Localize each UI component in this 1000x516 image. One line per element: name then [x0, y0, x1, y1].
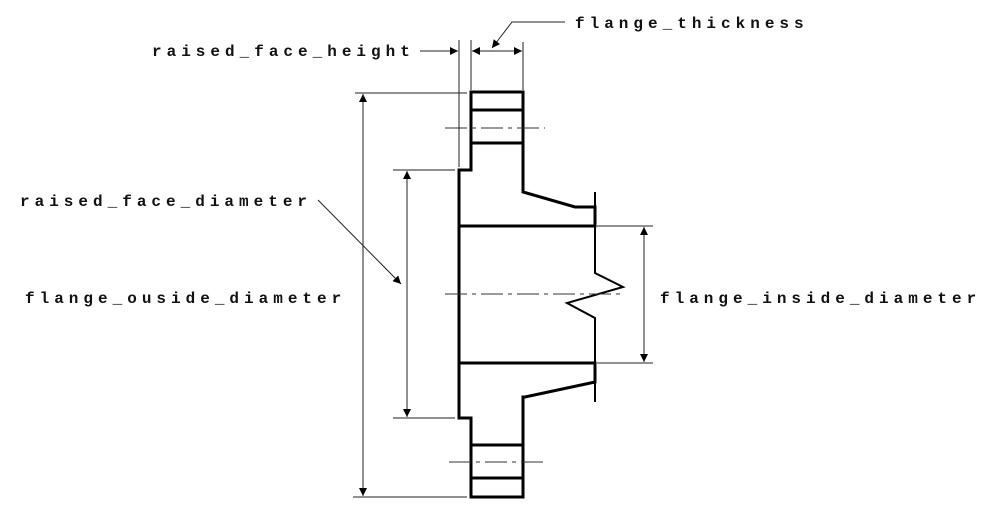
label-raised-face-height: raised_face_height	[152, 43, 415, 61]
extension-lines	[353, 40, 653, 498]
raised-face-diameter-leader	[317, 199, 402, 285]
flange-top-rim	[469, 90, 525, 112]
flange-hub-top	[457, 141, 597, 228]
break-line	[564, 192, 626, 402]
bolt-hole-top	[469, 108, 525, 145]
flange-bottom-rim	[469, 476, 525, 499]
flange-section-top	[457, 90, 597, 228]
flange-thickness-leader	[491, 21, 565, 49]
bore	[445, 192, 626, 402]
label-flange-outside-diameter: flange_ouside_diameter	[25, 290, 346, 308]
flange-hub-bottom	[457, 361, 597, 447]
label-raised-face-diameter: raised_face_diameter	[20, 193, 312, 211]
flange-section-bottom	[457, 361, 597, 499]
label-flange-inside-diameter: flange_inside_diameter	[660, 290, 981, 308]
label-flange-thickness: flange_thickness	[575, 15, 809, 33]
